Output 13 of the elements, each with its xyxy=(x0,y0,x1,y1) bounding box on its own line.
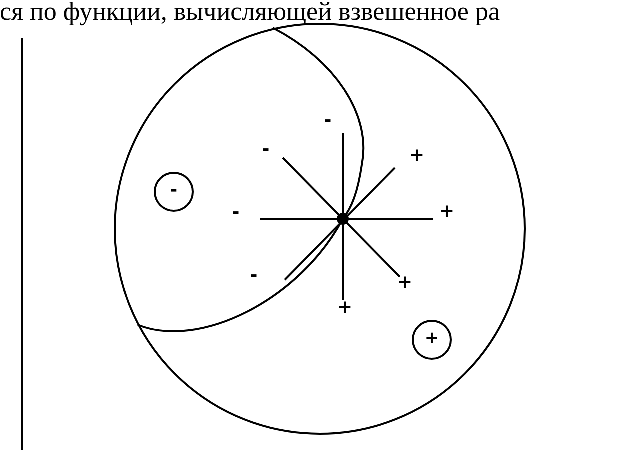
sign-label: + xyxy=(397,274,413,292)
sign-label: - xyxy=(262,141,270,159)
sign-label: + xyxy=(439,203,455,221)
sign-circle xyxy=(154,172,194,212)
sign-label: + xyxy=(337,299,353,317)
sign-text: + xyxy=(424,330,440,348)
sign-label: + xyxy=(409,147,425,165)
sign-circle xyxy=(412,320,452,360)
sign-label: - xyxy=(324,112,332,130)
sign-label: - xyxy=(232,204,240,222)
sign-text: - xyxy=(169,182,179,200)
running-text: ся по функции, вычисляющей взвешенное ра xyxy=(0,0,500,25)
sign-label: - xyxy=(250,267,258,285)
